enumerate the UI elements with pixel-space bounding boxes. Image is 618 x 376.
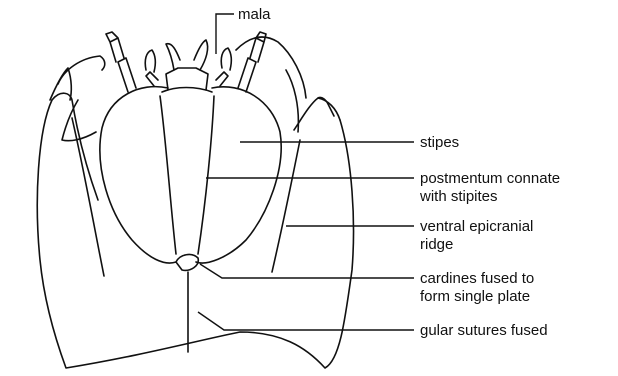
label-ridge-line1: ventral epicranial [420,218,533,235]
right-maxillary-palp [238,32,266,92]
label-postmentum-line1: postmentum connate [420,170,560,187]
postmentum-left-edge [160,96,176,254]
left-galea [145,50,155,72]
left-labial-palp [146,72,158,86]
prementum [166,68,208,90]
left-gena-lobe [52,93,98,200]
label-postmentum-line2: with stipites [419,188,498,205]
left-ventral-epicranial-ridge [72,118,104,276]
label-gular: gular sutures fused [420,322,548,339]
leader-mala [216,14,234,54]
label-mala: mala [238,6,271,23]
labels: mala stipes postmentum connate with stip… [238,6,560,339]
ligula-right [194,40,208,70]
right-mandible [318,97,334,116]
leader-gular [198,312,414,330]
left-stipes [100,87,176,263]
cardines-plate [176,255,198,271]
head-capsule-outline [37,100,353,368]
right-ventral-epicranial-ridge [272,140,300,272]
leader-cardines [200,264,414,278]
postmentum-top [162,88,212,93]
ligula-left [166,44,180,70]
label-cardines-line1: cardines fused to [420,270,534,287]
left-outer-lobe [58,56,105,84]
left-maxillary-palp [106,32,136,92]
postmentum-right-edge [198,96,214,254]
leader-lines [198,14,414,330]
right-galea [221,48,231,70]
label-ridge-line2: ridge [420,236,453,253]
right-labial-palp [216,72,228,86]
head-capsule-drawing [37,32,353,368]
label-cardines-line2: form single plate [420,288,530,305]
label-stipes: stipes [420,134,459,151]
right-outer-lobe-inner [286,70,298,132]
